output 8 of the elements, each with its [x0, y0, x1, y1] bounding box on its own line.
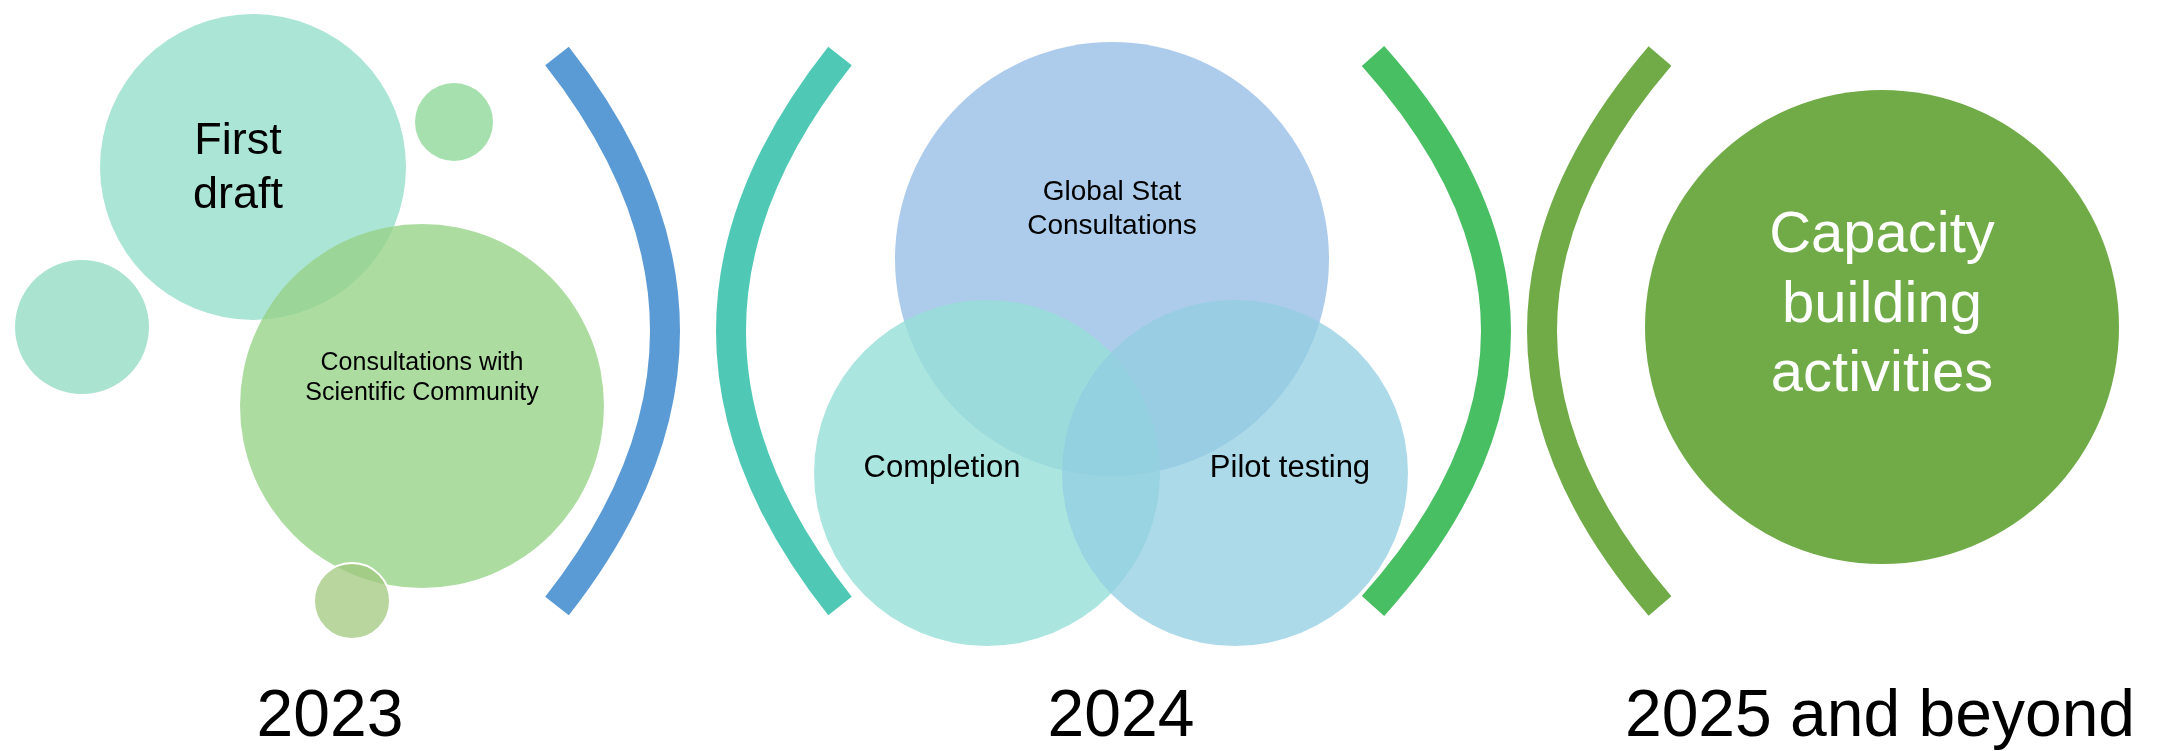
- circle-label: Completion: [862, 448, 1022, 486]
- circle-label: Consultations with Scientific Community: [304, 346, 540, 406]
- year-label: 2024: [1047, 680, 1195, 746]
- year-label: 2023: [256, 680, 404, 746]
- circle-label: First draft: [191, 112, 284, 220]
- circle-label: Capacity building activities: [1768, 198, 1996, 406]
- circle-label: Global Stat Consultations: [1026, 174, 1198, 242]
- circle-label: Pilot testing: [1208, 448, 1372, 486]
